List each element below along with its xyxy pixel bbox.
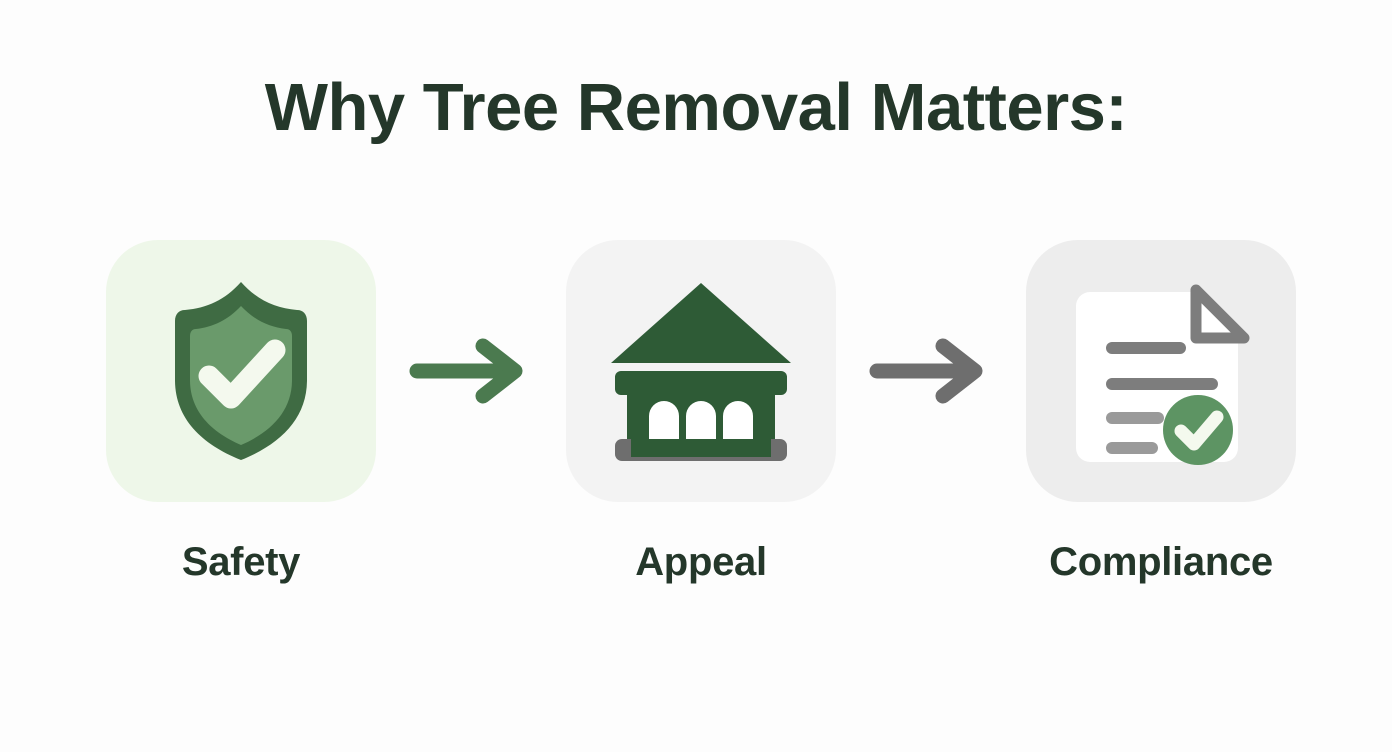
step-safety[interactable]: Safety — [96, 240, 386, 585]
bank-building-icon — [601, 273, 801, 469]
tile-compliance — [1026, 240, 1296, 502]
step-label-safety: Safety — [181, 540, 301, 584]
step-appeal[interactable]: Appeal — [556, 240, 846, 585]
step-label-compliance: Compliance — [1049, 540, 1273, 584]
step-label-appeal: Appeal — [635, 540, 767, 584]
arrow-right-icon — [869, 334, 993, 408]
arrow-safety-to-appeal — [396, 240, 546, 502]
step-compliance[interactable]: Compliance — [1016, 240, 1306, 585]
steps-row: Safety — [96, 240, 1306, 585]
tile-appeal — [566, 240, 836, 502]
tile-safety — [106, 240, 376, 502]
arrow-right-icon — [409, 334, 533, 408]
arrow-appeal-to-compliance — [856, 240, 1006, 502]
page-title: Why Tree Removal Matters: — [264, 70, 1128, 145]
shield-check-icon — [151, 276, 331, 466]
document-check-icon — [1068, 276, 1254, 466]
